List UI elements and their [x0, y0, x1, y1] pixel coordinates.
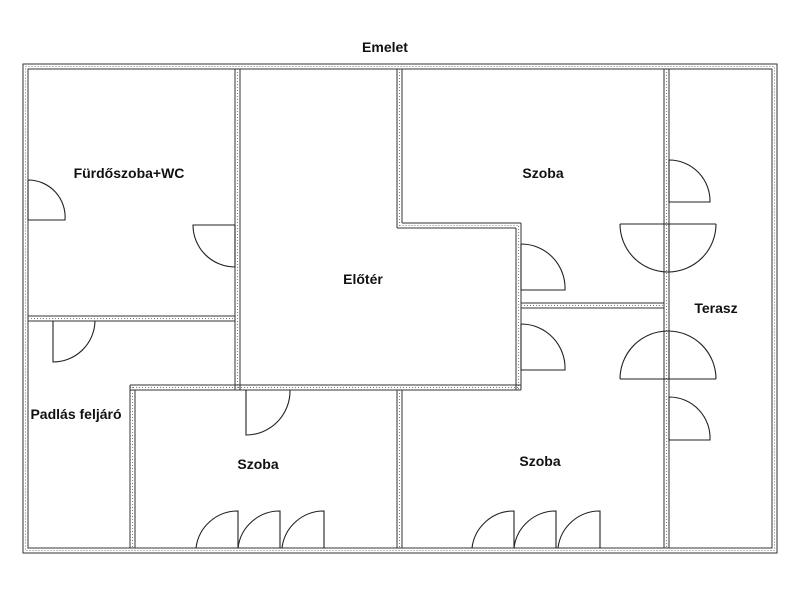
walls	[22, 63, 778, 554]
wall-room-top-step	[397, 222, 521, 229]
door-hall-room-bottom	[520, 323, 566, 371]
window-bottom-left-1	[195, 510, 239, 549]
window-bottom-middle-3	[557, 510, 601, 549]
door-room-bottom-terrace-2	[668, 396, 711, 441]
plan-title: Emelet	[362, 39, 408, 55]
wall-room-top-bottom	[521, 302, 664, 309]
room-label-top-right: Szoba	[522, 165, 563, 181]
window-bottom-left-3	[281, 510, 325, 549]
door-room-top-terrace-2	[619, 223, 717, 273]
window-bottom-left-2	[237, 510, 281, 549]
room-label-bottom-left: Szoba	[237, 456, 278, 472]
room-label-attic-stairs: Padlás feljáró	[30, 406, 121, 422]
doors	[27, 159, 717, 549]
door-bathroom-left	[27, 179, 66, 221]
wall-bath-hall	[234, 69, 241, 390]
wall-bath-bottom	[28, 315, 235, 322]
door-hall-room-top	[520, 243, 566, 291]
door-room-bottom-terrace-1	[619, 330, 717, 380]
door-bathroom-hall	[192, 224, 236, 268]
window-bottom-middle-1	[471, 510, 515, 549]
room-label-bottom-middle: Szoba	[519, 453, 560, 469]
room-label-terrace: Terasz	[694, 300, 737, 316]
wall-attic-room	[129, 385, 136, 548]
wall-terrace	[663, 69, 670, 548]
window-bottom-middle-2	[513, 510, 557, 549]
room-label-hallway: Előtér	[343, 271, 383, 287]
wall-hall-bottom	[130, 384, 521, 391]
door-attic	[52, 320, 96, 363]
door-room-bottom-left	[245, 389, 291, 436]
door-room-top-terrace-1	[668, 159, 711, 203]
wall-bottom-rooms	[396, 390, 403, 548]
wall-hall-room-top	[396, 69, 403, 228]
wall-hall-right	[515, 223, 522, 390]
room-label-bathroom: Fürdőszoba+WC	[74, 165, 185, 181]
